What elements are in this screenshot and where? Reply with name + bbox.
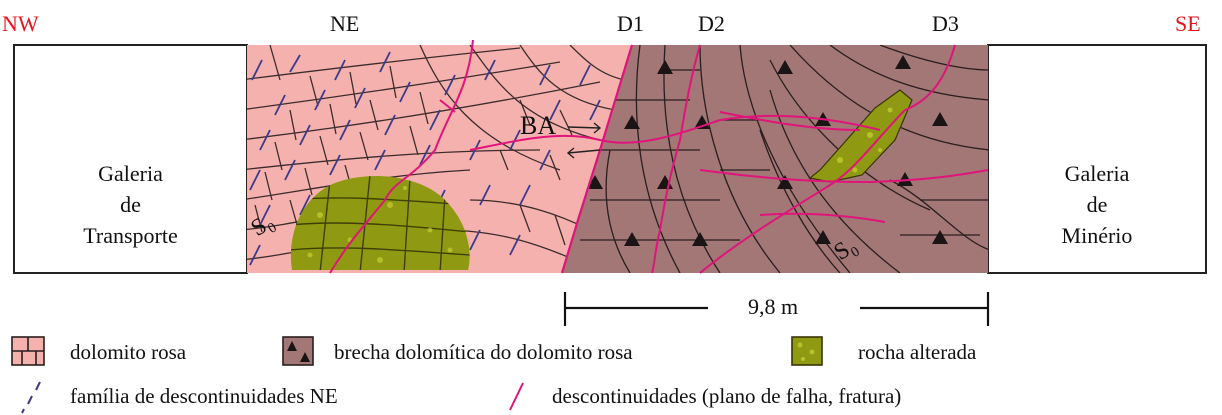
legend-descont-label: descontinuidades (plano de falha, fratur… bbox=[552, 384, 902, 408]
legend-swatch-familia-ne bbox=[21, 381, 41, 414]
rocha-alterada-pod-right bbox=[808, 89, 913, 183]
rocha-alterada-pod-left bbox=[290, 176, 470, 270]
legend-swatch-brecha bbox=[282, 336, 314, 366]
legend-swatch-descontinuidades bbox=[509, 382, 524, 411]
nw-label: NW bbox=[2, 11, 39, 36]
gallery-minerio-box bbox=[987, 44, 1207, 274]
gallery-minerio-text: Galeria de Minério bbox=[1061, 161, 1133, 248]
legend-familia-label: família de descontinuidades NE bbox=[70, 384, 338, 408]
ne-label: NE bbox=[330, 11, 360, 36]
legend-swatch-alterada bbox=[791, 336, 823, 366]
legend-brecha-label: brecha dolomítica do dolomito rosa bbox=[334, 340, 633, 364]
d2-label: D2 bbox=[698, 11, 725, 36]
scale-bar bbox=[563, 292, 990, 326]
ne-joint-family bbox=[249, 51, 601, 266]
ba-arrows bbox=[566, 122, 602, 159]
brecha-dolomitica-zone bbox=[562, 45, 988, 273]
gallery-transporte-text: Galeria de Transporte bbox=[83, 161, 178, 248]
d3-label: D3 bbox=[932, 11, 959, 36]
breccia-triangles bbox=[587, 55, 948, 246]
legend-alterada-label: rocha alterada bbox=[858, 340, 977, 364]
legend-dolomito-label: dolomito rosa bbox=[70, 340, 187, 364]
fault-fracture-lines bbox=[329, 39, 989, 274]
ba-label: BA bbox=[520, 111, 557, 140]
d1-label: D1 bbox=[617, 11, 644, 36]
se-label: SE bbox=[1175, 11, 1201, 36]
scale-label: 9,8 m bbox=[748, 294, 799, 319]
gallery-transporte-box bbox=[13, 44, 248, 274]
legend-swatch-dolomito bbox=[11, 336, 45, 366]
main-fault-contact bbox=[560, 44, 634, 274]
